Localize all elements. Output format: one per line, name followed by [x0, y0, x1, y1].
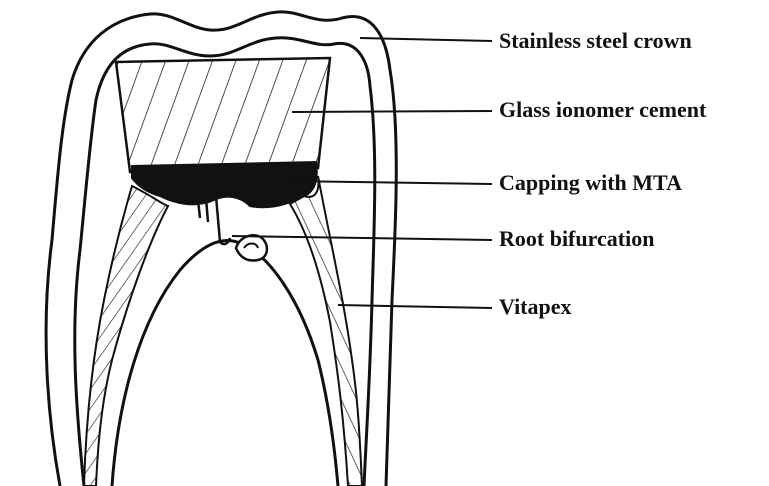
leader-line-vitapex	[338, 305, 492, 308]
vitapex-left-root	[84, 186, 168, 486]
leader-line-bifurcation	[232, 236, 492, 240]
bifurcation-nodule	[236, 235, 267, 260]
label-stainless-steel-crown: Stainless steel crown	[499, 28, 692, 54]
glass-ionomer-cement	[116, 58, 330, 172]
label-capping-with-mta: Capping with MTA	[499, 170, 682, 196]
vitapex-right-root	[290, 176, 362, 486]
leader-line-crown	[360, 38, 492, 41]
label-glass-ionomer-cement: Glass ionomer cement	[499, 97, 706, 123]
canal-line-right	[216, 196, 230, 244]
leader-line-cement	[292, 111, 492, 112]
label-root-bifurcation: Root bifurcation	[499, 226, 654, 252]
root-bifurcation-arch	[112, 240, 338, 486]
mta-capping-layer	[132, 162, 317, 207]
label-vitapex: Vitapex	[499, 294, 572, 320]
